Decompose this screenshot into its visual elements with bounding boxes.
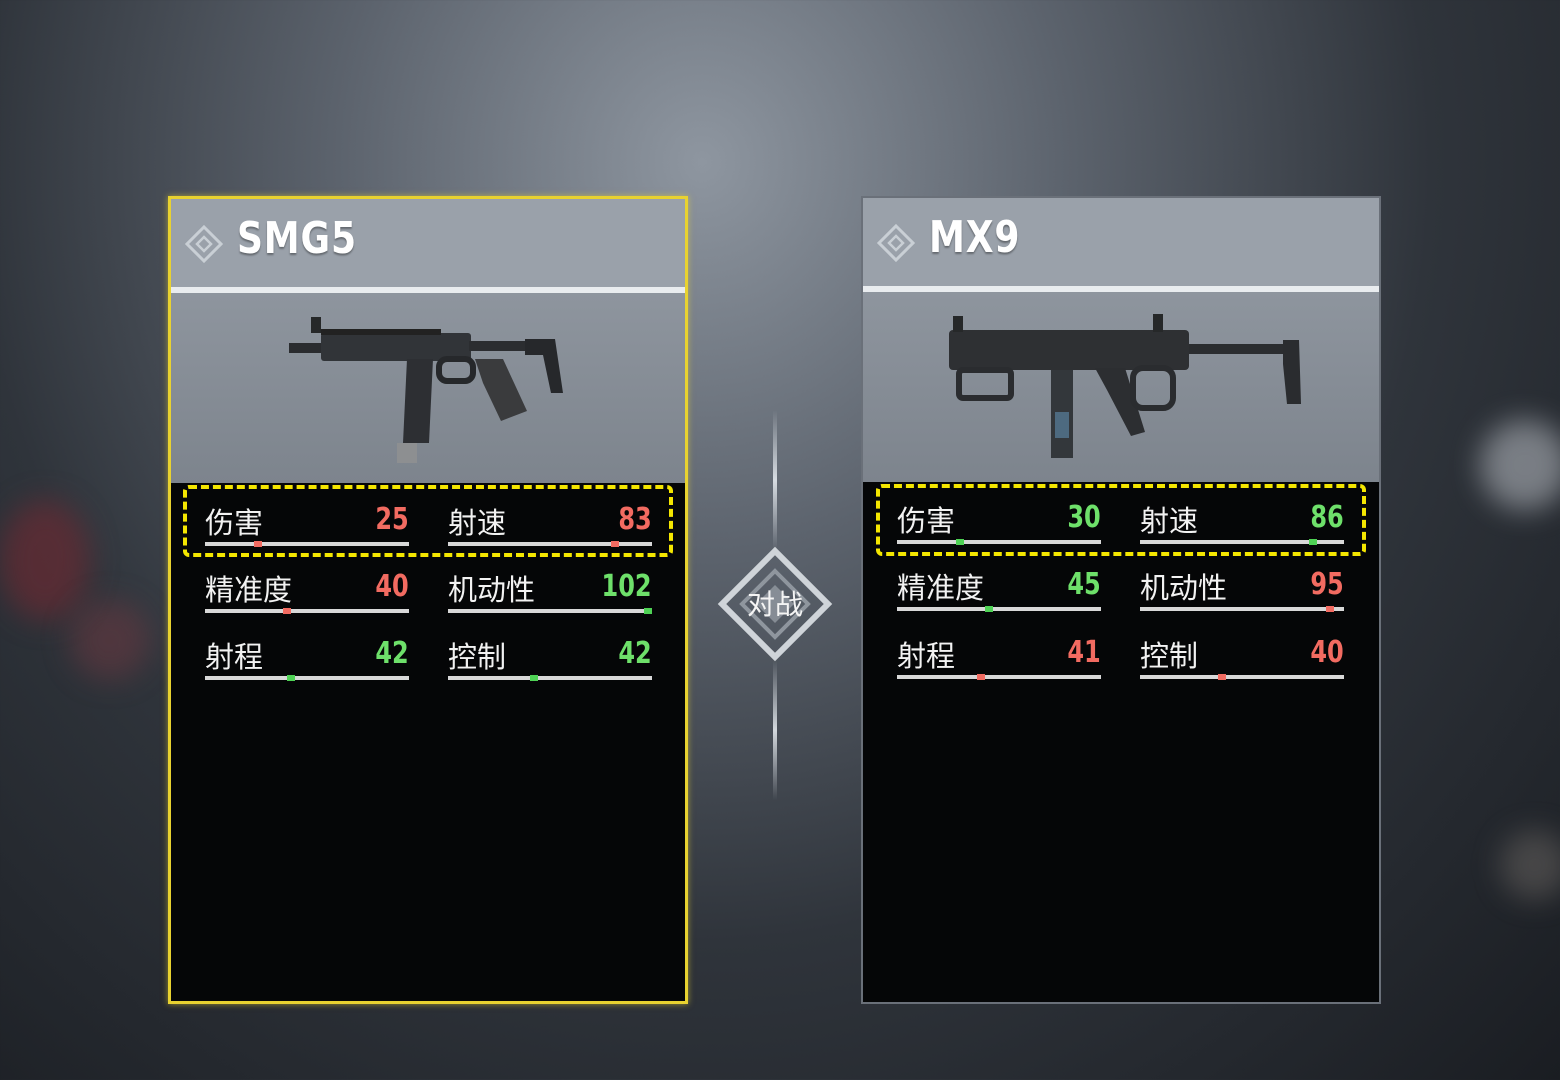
- stat-bar: [897, 539, 1101, 545]
- highlight-box-right: [876, 484, 1366, 556]
- stat-range: 射程 41: [897, 633, 1101, 680]
- stat-label: 控制: [448, 640, 507, 674]
- stat-label: 机动性: [1140, 571, 1228, 605]
- stat-bar: [897, 674, 1101, 680]
- stat-bar-marker: [283, 608, 292, 614]
- stat-value: 83: [618, 502, 652, 537]
- versus-emblem: [717, 546, 833, 662]
- stat-damage: 伤害 25: [205, 500, 409, 547]
- stat-value: 25: [375, 502, 409, 537]
- stat-bar-marker: [977, 674, 986, 680]
- stat-damage: 伤害 30: [897, 498, 1101, 545]
- stat-label: 射程: [205, 640, 264, 674]
- stat-bar-marker: [1326, 606, 1335, 612]
- stat-value: 40: [1310, 635, 1344, 670]
- divider-line-bottom: [773, 660, 777, 800]
- versus-label: 对战: [746, 588, 803, 621]
- stat-bar: [448, 541, 652, 547]
- stat-control: 控制 40: [1140, 633, 1344, 680]
- stat-fire-rate: 射速 83: [448, 500, 652, 547]
- stat-value: 40: [375, 569, 409, 604]
- stat-value: 95: [1310, 567, 1344, 602]
- stat-bar-marker: [644, 608, 652, 614]
- stat-bar: [448, 608, 652, 614]
- stat-fire-rate: 射速 86: [1140, 498, 1344, 545]
- card-header: SMG5: [171, 199, 685, 293]
- bokeh-light: [1480, 420, 1560, 510]
- weapon-name: MX9: [929, 212, 1021, 263]
- stat-value: 45: [1067, 567, 1101, 602]
- stat-control: 控制 42: [448, 634, 652, 681]
- stat-mobility: 机动性 102: [448, 567, 652, 614]
- stat-value: 41: [1067, 635, 1101, 670]
- stat-value: 42: [375, 636, 409, 671]
- stat-value: 102: [601, 569, 652, 604]
- stat-bar-marker: [985, 606, 994, 612]
- stat-bar: [897, 606, 1101, 612]
- weapon-card-smg5[interactable]: SMG5: [168, 196, 688, 1004]
- stat-bar: [205, 675, 409, 681]
- stat-bar-marker: [1308, 539, 1317, 545]
- stat-label: 伤害: [205, 506, 264, 540]
- stat-bar-marker: [287, 675, 296, 681]
- stat-label: 射速: [1140, 504, 1199, 538]
- stat-label: 精准度: [897, 571, 985, 605]
- stat-bar: [205, 608, 409, 614]
- stat-bar: [448, 675, 652, 681]
- stat-bar: [205, 541, 409, 547]
- stat-accuracy: 精准度 40: [205, 567, 409, 614]
- stat-bar-marker: [1218, 674, 1227, 680]
- stat-bar-marker: [610, 541, 619, 547]
- stat-bar: [1140, 606, 1344, 612]
- smg-weapon-image: [289, 317, 563, 463]
- bokeh-light: [1500, 830, 1560, 900]
- diamond-icon: [877, 224, 915, 262]
- stat-value: 30: [1067, 500, 1101, 535]
- stat-mobility: 机动性 95: [1140, 565, 1344, 612]
- stat-bar: [1140, 539, 1344, 545]
- stat-bar: [1140, 674, 1344, 680]
- smg-weapon-image: [949, 314, 1301, 458]
- stat-label: 机动性: [448, 573, 536, 607]
- stat-bar-marker: [955, 539, 964, 545]
- stat-value: 42: [618, 636, 652, 671]
- weapon-image-panel: [863, 292, 1379, 482]
- diamond-icon: [185, 225, 223, 263]
- card-header: MX9: [863, 198, 1379, 292]
- stat-value: 86: [1310, 500, 1344, 535]
- stat-accuracy: 精准度 45: [897, 565, 1101, 612]
- weapon-name: SMG5: [237, 213, 357, 264]
- bokeh-light: [0, 500, 90, 620]
- stat-bar-marker: [254, 541, 262, 547]
- highlight-box-left: [183, 485, 673, 557]
- stat-label: 射程: [897, 639, 956, 673]
- stat-label: 控制: [1140, 639, 1199, 673]
- stat-range: 射程 42: [205, 634, 409, 681]
- weapon-card-mx9[interactable]: MX9: [861, 196, 1381, 1004]
- stat-label: 精准度: [205, 573, 293, 607]
- stat-label: 射速: [448, 506, 507, 540]
- weapon-image-panel: [171, 293, 685, 483]
- stat-label: 伤害: [897, 504, 956, 538]
- stat-bar-marker: [530, 675, 539, 681]
- divider-line-top: [773, 410, 777, 550]
- bokeh-light: [70, 600, 150, 680]
